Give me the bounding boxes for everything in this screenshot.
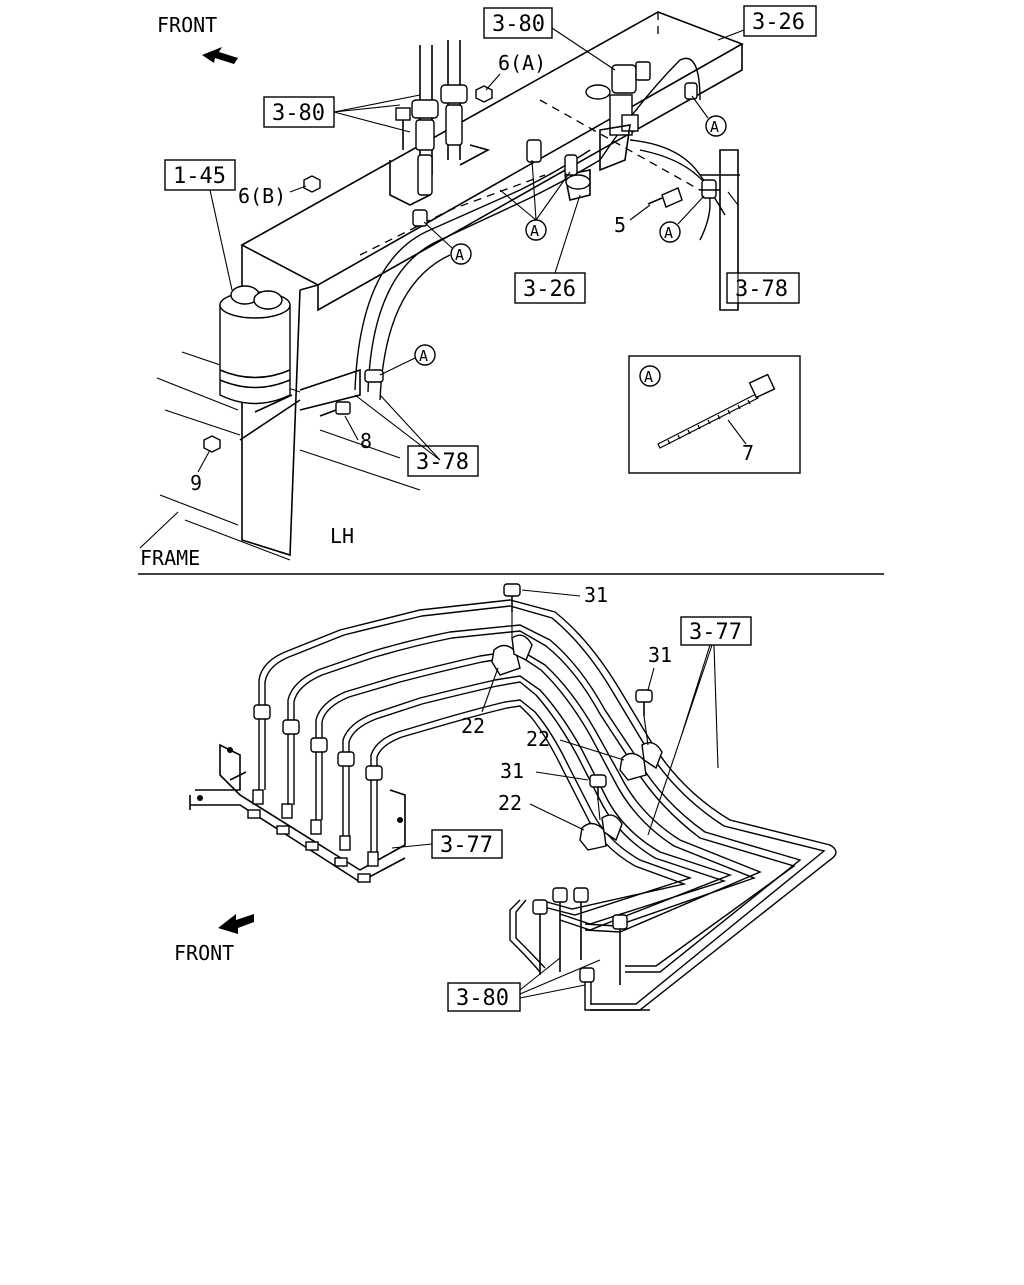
inset-a-tag: A <box>644 368 653 386</box>
ref-leader-lines <box>209 27 745 461</box>
bolt-31-b-icon <box>635 689 653 746</box>
svg-text:A: A <box>419 347 428 365</box>
frame-label: FRAME <box>140 546 200 570</box>
callout-a-5: A <box>379 344 436 376</box>
bolt-5-icon <box>647 187 683 208</box>
ref-3-78-low: 3-78 <box>407 445 479 477</box>
nut-6b-icon <box>303 175 321 193</box>
callout-a-4: A <box>659 195 705 243</box>
part-6a-label: 6(A) <box>498 51 546 75</box>
ref-3-80-top: 3-80 <box>483 7 553 39</box>
clamp-22-c <box>579 814 623 851</box>
callout-a-1: A <box>691 95 727 137</box>
svg-text:3-80: 3-80 <box>492 12 545 37</box>
svg-text:3-80: 3-80 <box>272 101 325 126</box>
ref-3-77-right: 3-77 <box>647 616 752 836</box>
manifold-outlets <box>247 789 379 883</box>
bolt-top-left <box>395 107 411 150</box>
ref-3-26-mid: 3-26 <box>514 272 586 304</box>
front-arrow-bottom-icon <box>218 914 254 934</box>
top-diagram: FRONT FRAME LH <box>139 5 817 570</box>
svg-text:A: A <box>710 118 719 136</box>
nut-6a-icon <box>475 85 493 103</box>
svg-text:3-80: 3-80 <box>456 986 509 1011</box>
svg-text:3-78: 3-78 <box>735 277 788 302</box>
expansion-valve-assembly <box>564 61 651 201</box>
part-22-b-label: 22 <box>526 727 550 751</box>
hose-5 <box>629 139 711 241</box>
part-5-label: 5 <box>614 213 626 237</box>
part-8-label: 8 <box>360 429 372 453</box>
part-31-c-label: 31 <box>500 759 524 783</box>
bottom-diagram: 31 31 31 22 22 22 3-77 3-77 3-80 FRONT <box>174 583 837 1012</box>
pipe-nuts-manifold <box>253 704 383 781</box>
svg-text:3-26: 3-26 <box>523 277 576 302</box>
part-31-b-label: 31 <box>648 643 672 667</box>
bolt-8-icon <box>319 401 351 417</box>
hose-1 <box>354 149 591 391</box>
manifold-block <box>195 743 406 871</box>
receiver-dryer <box>219 285 301 441</box>
brake-pipe-bundle <box>258 599 837 1011</box>
clamp-22-b <box>619 742 663 781</box>
ref-1-45: 1-45 <box>164 159 236 191</box>
svg-text:3-78: 3-78 <box>416 450 469 475</box>
callout-a-3: A <box>423 221 472 265</box>
front-arrow-icon <box>202 47 238 64</box>
svg-text:A: A <box>664 224 673 242</box>
front-label-top: FRONT <box>157 13 217 37</box>
svg-text:3-77: 3-77 <box>689 620 742 645</box>
part-6b-label: 6(B) <box>238 184 286 208</box>
ref-3-80-bottom: 3-80 <box>447 957 601 1012</box>
part-22-c-label: 22 <box>498 791 522 815</box>
ref-3-78-right: 3-78 <box>726 272 800 304</box>
nut-9-icon <box>203 435 221 453</box>
clamp-22-a <box>491 634 533 676</box>
part-7-label: 7 <box>742 441 754 465</box>
svg-text:A: A <box>530 222 539 240</box>
pipe-fittings-top <box>411 84 468 196</box>
ref-3-26-top: 3-26 <box>743 5 817 37</box>
callout-a-2: A <box>499 159 571 241</box>
lh-label: LH <box>330 524 354 548</box>
hose-3 <box>379 254 451 401</box>
bolt-31-a-icon <box>503 583 521 640</box>
svg-text:1-45: 1-45 <box>173 164 226 189</box>
svg-text:A: A <box>455 246 464 264</box>
front-label-bottom: FRONT <box>174 941 234 965</box>
hose-clamps <box>364 82 717 383</box>
crossmember-front-face <box>317 44 743 312</box>
svg-text:3-77: 3-77 <box>440 833 493 858</box>
bolt-31-c-icon <box>589 774 607 821</box>
pipe-nuts-end <box>532 887 628 985</box>
part-22-a-label: 22 <box>461 714 485 738</box>
part-31-a-label: 31 <box>584 583 608 607</box>
part-9-label: 9 <box>190 471 202 495</box>
svg-text:3-26: 3-26 <box>752 10 805 35</box>
ref-3-80-left: 3-80 <box>263 96 335 128</box>
ref-3-77-left: 3-77 <box>391 829 503 859</box>
inset-cable-tie: A 7 <box>628 355 801 474</box>
